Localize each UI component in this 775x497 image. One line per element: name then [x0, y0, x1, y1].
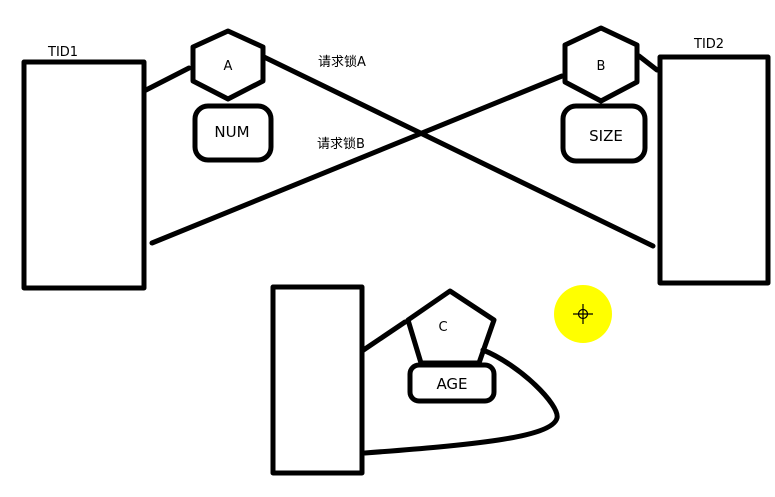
link-tid2-lock-b	[636, 53, 660, 73]
cursor-highlight	[554, 285, 612, 343]
request-line-b	[149, 73, 565, 246]
thread-label-tid2: TID2	[693, 37, 724, 52]
lock-a-label: A	[224, 59, 233, 74]
lock-c-label: C	[438, 320, 447, 335]
thread-box-3	[270, 284, 365, 476]
resource-age-box	[407, 362, 497, 404]
thread-box-tid1	[21, 59, 147, 291]
loop-curve-lock-c	[362, 347, 560, 456]
resource-num-label: NUM	[214, 123, 249, 141]
lock-b-hexagon	[562, 25, 640, 104]
link-box3-lock-c	[359, 319, 408, 354]
lock-b-label: B	[597, 59, 606, 74]
request-line-a	[261, 54, 656, 249]
resource-num-box	[192, 103, 274, 163]
link-tid1-lock-a	[143, 65, 192, 93]
annotation-request-b: 请求锁B	[317, 136, 365, 152]
resource-size-box	[560, 103, 648, 164]
crosshair-icon	[573, 304, 593, 324]
thread-box-tid2	[657, 54, 771, 286]
lock-a-hexagon	[190, 28, 266, 102]
resource-size-label: SIZE	[589, 127, 623, 145]
annotation-request-a: 请求锁A	[318, 54, 366, 70]
thread-label-tid1: TID1	[47, 45, 78, 60]
lock-c-pentagon	[405, 288, 497, 366]
resource-age-label: AGE	[436, 375, 467, 393]
